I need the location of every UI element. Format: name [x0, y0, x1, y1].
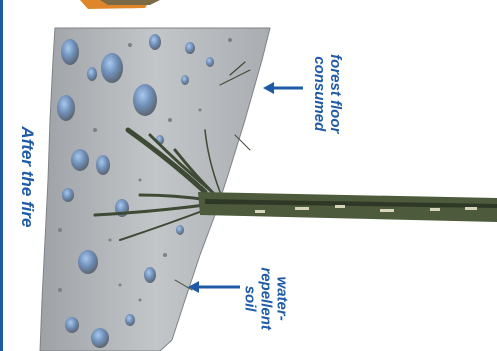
- water-line2: repellent: [258, 254, 274, 344]
- after-fire-label: After the fire: [18, 112, 36, 242]
- water-repellent-label: water- repellent soil: [242, 254, 289, 344]
- water-line3: soil: [242, 254, 258, 344]
- ember-remnant: [80, 0, 160, 9]
- forest-floor-label: forest floor consumed: [311, 39, 343, 149]
- tree-trunk: [198, 192, 497, 222]
- water-line1: water-: [274, 254, 290, 344]
- after-fire-text: After the fire: [18, 126, 37, 227]
- forest-floor-line2: consumed: [311, 39, 327, 149]
- soil-wedge: [40, 28, 270, 351]
- arrow-water-repellent: [188, 281, 240, 293]
- arrow-forest-floor: [263, 82, 303, 94]
- forest-floor-line1: forest floor: [327, 39, 343, 149]
